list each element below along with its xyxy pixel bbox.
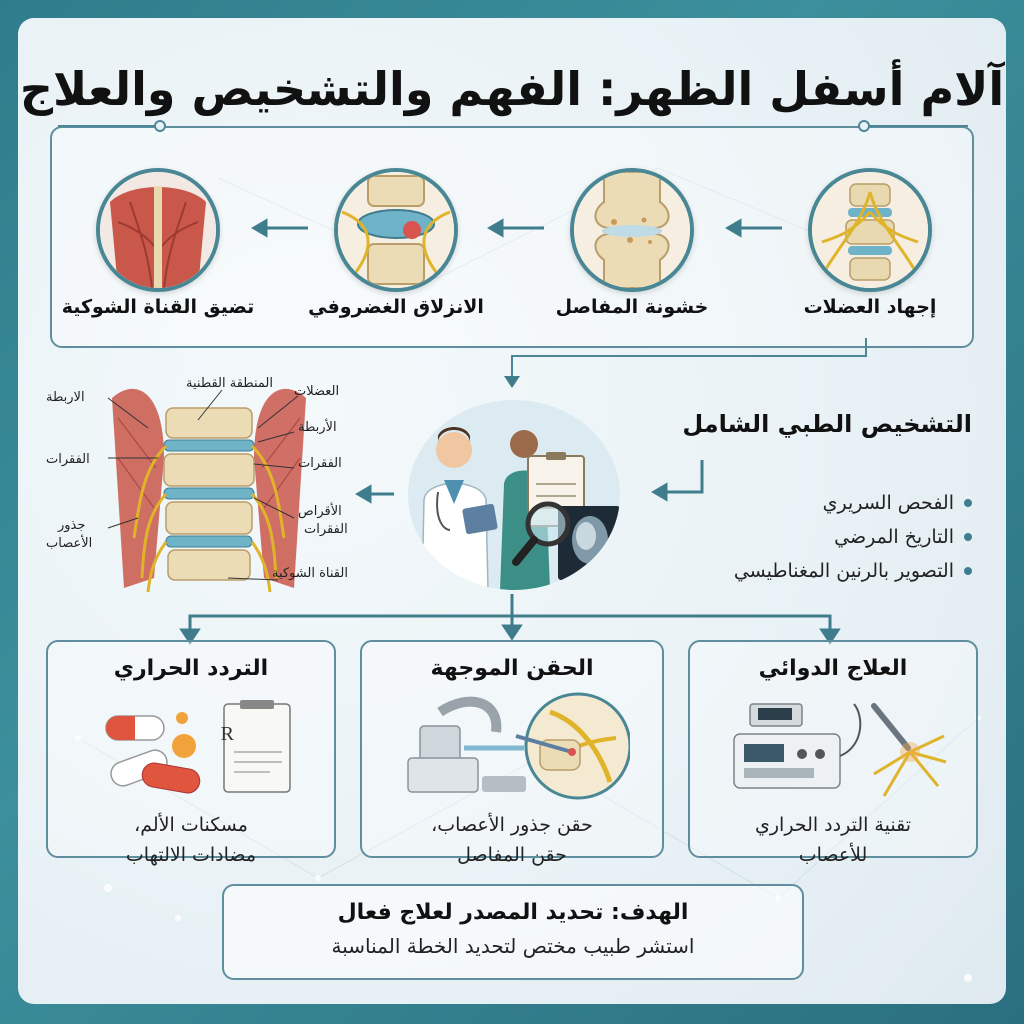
treatment-card-injections: الحقن الموجهة حقن جذور الأعصاب، حقن المف… [360,640,664,866]
diagnosis-item-label: الفحص السريري [822,492,954,514]
treatment-desc-line: مسكنات الألم، [134,814,248,836]
treatment-desc-line: حقن المفاصل [457,844,567,866]
herniated-disc-image [334,168,458,292]
cause-flow-arrows [251,218,782,238]
c-arm-injection-icon [407,692,630,800]
anatomy-label-ligaments-right: الأربطة [298,420,337,435]
causes-connector-lines [58,120,968,388]
bullet-dot [964,567,972,575]
diagnosis-title: التشخيص الطبي الشامل [682,410,972,438]
muscle-strain-image [808,168,932,292]
treatment-card-radiofrequency: التردد الحراري R مسكنات الألم، مضادات ال… [46,640,336,866]
back-muscles-icon [100,172,216,288]
treatment-desc-line: مضادات الالتهاب [125,844,257,866]
diagnosis-item-mri: التصوير بالرنين المغناطيسي [734,560,972,582]
anatomy-label-discs-line1: الأقراص [298,504,342,519]
diagnosis-arrows [355,460,704,504]
anatomy-label-ligaments-left: الاربطة [46,390,85,405]
arthritic-joint-icon [574,172,690,288]
anatomy-label-vertebrae-right: الفقرات [298,456,342,471]
treatment-title: العلاج الدوائي [758,656,908,681]
diagnosis-item-medical-history: التاريخ المرضي [834,526,972,548]
treatment-title: الحقن الموجهة [430,656,594,681]
anatomy-label-vertebrae-left: الفقرات [46,452,90,467]
goal-box: الهدف: تحديد المصدر لعلاج فعال استشر طبي… [222,884,804,980]
treatment-title: التردد الحراري [113,656,269,681]
treatment-desc-line: للأعصاب [798,844,868,866]
goal-title: الهدف: تحديد المصدر لعلاج فعال [337,900,689,925]
herniated-disc-icon [338,172,454,288]
cause-label-spinal-stenosis: تضيق القناة الشوكية [61,296,255,318]
cause-label-muscle-strain: إجهاد العضلات [803,296,937,318]
lumbar-spine-anatomy-illustration [112,388,306,593]
treatment-desc-line: تقنية التردد الحراري [755,814,911,836]
diagnosis-item-label: التاريخ المرضي [834,526,954,548]
arthritis-image [570,168,694,292]
treatment-desc: حقن جذور الأعصاب، حقن المفاصل [362,810,662,870]
cause-label-arthritis: خشونة المفاصل [555,296,709,318]
treatment-desc-line: حقن جذور الأعصاب، [431,814,593,836]
treatment-card-medication: العلاج الدوائي تقنية التردد الحراري للأع… [688,640,978,866]
svg-text:R: R [221,723,235,745]
anatomy-label-lumbar-region: المنطقة القطنية [186,376,273,391]
treatment-desc: تقنية التردد الحراري للأعصاب [690,810,976,870]
diagnosis-item-clinical-exam: الفحص السريري [823,492,972,514]
spinal-stenosis-image [96,168,220,292]
anatomy-label-nerve-roots-line2: الأعصاب [46,536,93,551]
anatomy-leader-lines [107,389,299,581]
goal-subtitle: استشر طبيب مختص لتحديد الخطة المناسبة [331,934,695,958]
treatment-branch-lines [179,594,841,645]
diagnosis-illustration [408,400,620,590]
pills-prescription-icon: R [105,700,291,794]
bullet-dot [964,533,972,541]
diagnosis-item-label: التصوير بالرنين المغناطيسي [733,560,954,582]
doctor-patient-mri-icon [421,427,620,590]
bullet-dot [964,499,972,507]
cause-label-herniated-disc: الانزلاق الغضروفي [308,296,484,318]
infographic-card: آلام أسفل الظهر: الفهم والتشخيص والعلاج [18,18,1006,1004]
treatment-desc: مسكنات الألم، مضادات الالتهاب [48,810,334,870]
lumbar-spine-nerves-icon [812,172,928,288]
rf-machine-icon [733,703,947,797]
anatomy-label-nerve-roots-line1: جذور [58,518,86,533]
anatomy-label-discs-line2: الفقرات [304,522,348,537]
anatomy-label-spinal-canal: القناة الشوكية [272,566,348,581]
page-title: آلام أسفل الظهر: الفهم والتشخيص والعلاج [19,62,1005,116]
anatomy-label-muscles: العضلات [294,384,340,399]
